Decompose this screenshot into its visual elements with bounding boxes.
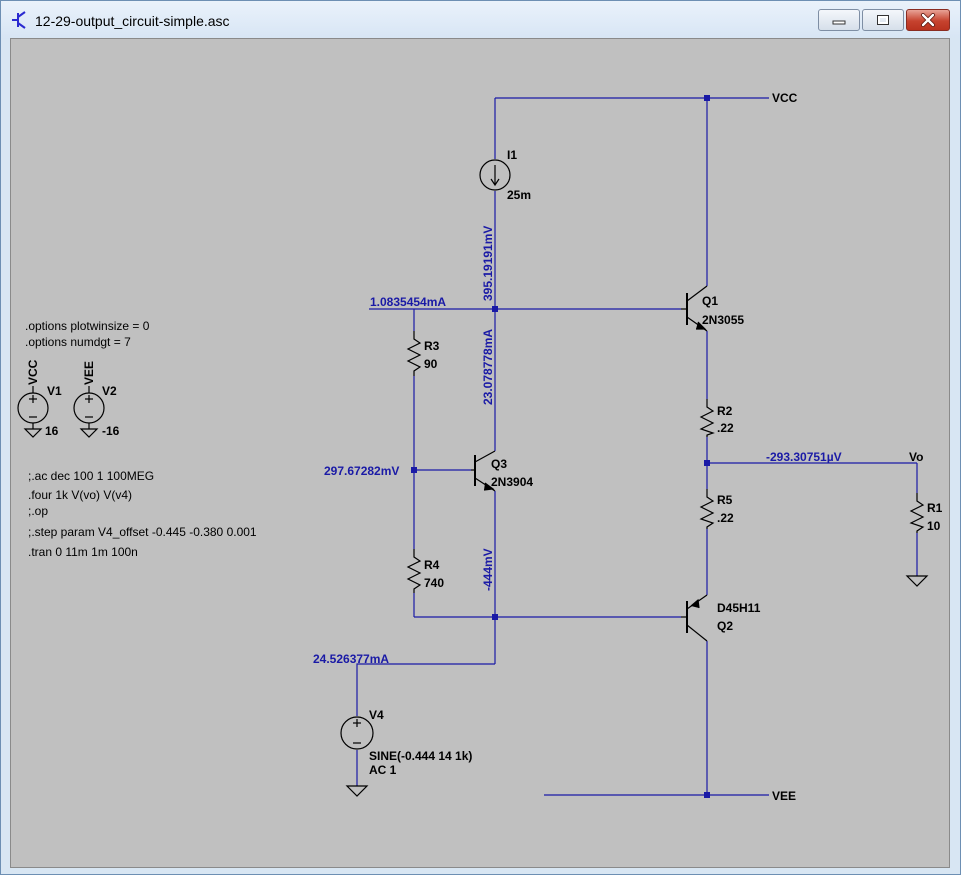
window-title: 12-29-output_circuit-simple.asc (35, 13, 230, 29)
label-i1-value: 25m (507, 188, 531, 202)
resistor-r2-symbol (699, 399, 715, 437)
label-i1-ref: I1 (507, 148, 517, 162)
directive-line[interactable]: ;.op (28, 504, 48, 518)
minimize-button[interactable] (818, 9, 860, 31)
label-r1-value: 10 (927, 519, 941, 533)
label-v4-value: SINE(-0.444 14 1k) (369, 749, 472, 763)
label-r4-ref: R4 (424, 558, 440, 572)
directive-line[interactable]: ;.step param V4_offset -0.445 -0.380 0.0… (28, 525, 257, 539)
label-q2-value: D45H11 (717, 601, 761, 615)
label-q2-ref: Q2 (717, 619, 733, 633)
title-bar[interactable]: 12-29-output_circuit-simple.asc (1, 1, 960, 39)
directive-line[interactable]: .tran 0 11m 1m 100n (28, 545, 138, 559)
ground-r1 (905, 575, 929, 587)
maximize-icon (877, 15, 889, 25)
transistor-app-icon (12, 11, 26, 29)
minimize-icon (832, 20, 846, 25)
label-q1-ref: Q1 (702, 294, 718, 308)
current-source-i1-symbol (479, 159, 511, 191)
annotation-i1-voltage: 395.19191mV (481, 226, 495, 301)
resistor-r4-symbol (406, 549, 422, 593)
label-r3-ref: R3 (424, 339, 440, 353)
ground-v4 (345, 785, 369, 797)
annotation-r3-current: 1.0835454mA (370, 295, 446, 309)
transistor-q3-symbol (471, 450, 496, 492)
voltage-source-v4-symbol (340, 716, 374, 750)
annotation-q3-emitter-voltage: -444mV (481, 548, 495, 591)
directive-line[interactable]: .four 1k V(vo) V(v4) (28, 488, 132, 502)
label-v2-ref: V2 (102, 384, 117, 398)
transistor-q2-symbol (681, 594, 708, 642)
label-v2-value: -16 (102, 424, 120, 438)
label-r4-value: 740 (424, 576, 444, 590)
net-label-vo: Vo (909, 450, 923, 464)
annotation-output-voltage: -293.30751µV (766, 450, 842, 464)
window-border-right (950, 38, 960, 868)
label-v1-ref: V1 (47, 384, 62, 398)
wires (356, 97, 918, 796)
label-v4-ref: V4 (369, 708, 384, 722)
label-q3-ref: Q3 (491, 457, 507, 471)
net-label-vee-v2: VEE (82, 361, 96, 385)
close-icon (921, 13, 935, 27)
junctions (411, 95, 710, 798)
directive-line[interactable]: .options plotwinsize = 0 (25, 319, 150, 333)
label-q1-value: 2N3055 (702, 313, 744, 327)
label-v1-value: 16 (45, 424, 59, 438)
maximize-button[interactable] (862, 9, 904, 31)
label-r3-value: 90 (424, 357, 438, 371)
label-r5-value: .22 (717, 511, 734, 525)
net-label-vee: VEE (772, 789, 796, 803)
resistor-r3-symbol (406, 331, 422, 376)
label-r5-ref: R5 (717, 493, 733, 507)
directive-line[interactable]: .options numdgt = 7 (25, 335, 131, 349)
annotation-q3-base-voltage: 297.67282mV (324, 464, 399, 478)
label-q3-value: 2N3904 (491, 475, 533, 489)
resistor-r1-symbol (909, 493, 925, 533)
label-r2-value: .22 (717, 421, 734, 435)
net-label-vcc: VCC (772, 91, 798, 105)
annotation-v4-current: 24.526377mA (313, 652, 389, 666)
annotation-q3-collector-current: 23.078778mA (481, 329, 495, 405)
label-r2-ref: R2 (717, 404, 733, 418)
close-button[interactable] (906, 9, 950, 31)
net-label-vcc-v1: VCC (26, 359, 40, 385)
label-v4-value2: AC 1 (369, 763, 397, 777)
directive-line[interactable]: ;.ac dec 100 1 100MEG (28, 469, 154, 483)
transistor-q1-symbol (681, 285, 708, 332)
components (17, 159, 929, 797)
label-r1-ref: R1 (927, 501, 943, 515)
resistor-r5-symbol (699, 489, 715, 529)
